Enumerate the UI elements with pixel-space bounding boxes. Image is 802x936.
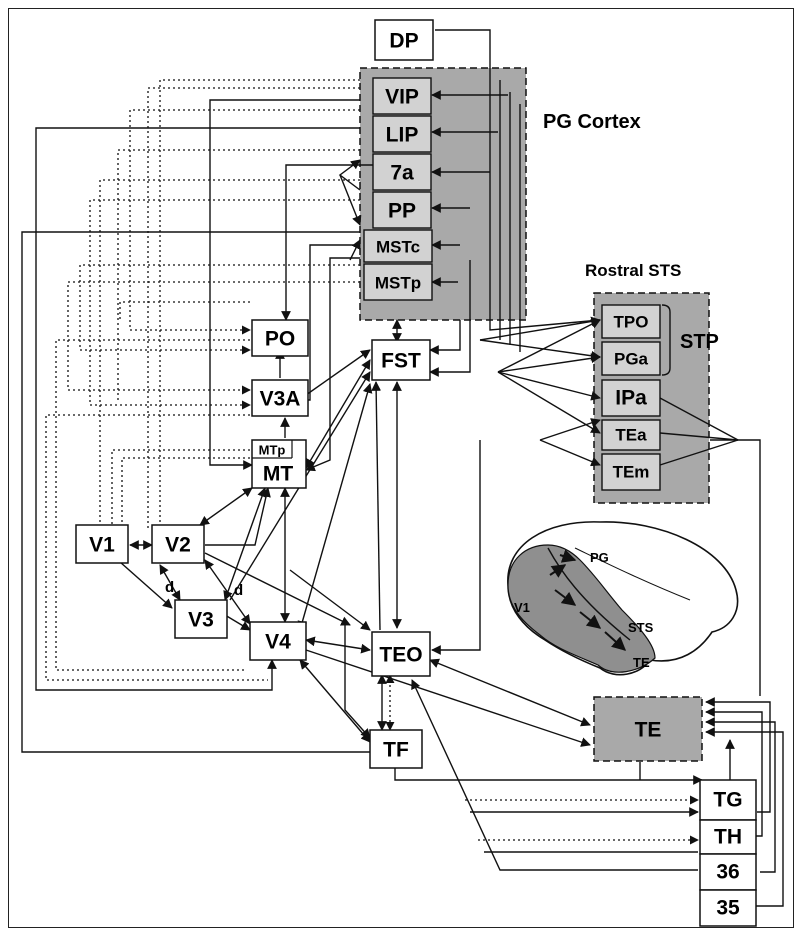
d-mark-2: d: [234, 582, 243, 599]
area-te-label: TE: [635, 719, 662, 742]
area-tpo-box: [601, 304, 661, 339]
brain-te-label: TE: [633, 655, 650, 670]
area-ipa-box: [601, 379, 661, 417]
brain-pg-label: PG: [590, 550, 609, 565]
area-7a-label: 7a: [390, 162, 414, 185]
area-v3a-label: V3A: [260, 388, 301, 411]
area-tg-label: TG: [713, 789, 742, 812]
area-fst-box: [371, 339, 431, 381]
area-dp-box: [374, 19, 434, 61]
area-tem-box: [601, 453, 661, 491]
brain-sts-label: STS: [628, 620, 654, 635]
area-36-label: 36: [716, 861, 739, 884]
area-35-label: 35: [716, 897, 740, 920]
area-v3a-box: [251, 379, 309, 417]
area-v3-box: [174, 599, 228, 639]
area-mt-label: MT: [263, 463, 293, 486]
area-lip-box: [372, 115, 432, 153]
area-tf-box: [369, 729, 423, 769]
d-mark-1: d: [165, 579, 174, 596]
area-tea-label: TEa: [615, 426, 647, 445]
area-teo-box: [371, 631, 431, 677]
area-dp-label: DP: [389, 30, 418, 53]
area-pga-box: [601, 341, 661, 376]
area-teo-label: TEO: [379, 644, 422, 667]
area-tf-label: TF: [383, 739, 409, 762]
pg-cortex-label: PG Cortex: [543, 111, 641, 133]
area-36-box: [699, 853, 757, 891]
brain-v1-label: V1: [514, 600, 530, 615]
area-pp-box: [372, 191, 432, 229]
area-v4-label: V4: [265, 631, 291, 654]
area-ipa-label: IPa: [615, 387, 647, 410]
area-vip-label: VIP: [385, 86, 419, 109]
area-v1-label: V1: [89, 534, 115, 557]
area-mt-box: [251, 439, 307, 489]
area-tpo-label: TPO: [614, 313, 649, 332]
area-po-label: PO: [265, 328, 295, 351]
area-v4-box: [249, 621, 307, 661]
area-mstp-label: MSTp: [375, 274, 421, 293]
area-v2-label: V2: [165, 534, 191, 557]
area-labels: DP VIP LIP 7a PP MSTc MSTp PO FST V3A MT…: [89, 30, 742, 920]
area-tea-box: [601, 419, 661, 451]
stp-label: STP: [680, 331, 719, 353]
connections: [21, 29, 784, 907]
area-mstc-label: MSTc: [376, 238, 420, 257]
brain-inset: PG V1 STS TE: [507, 521, 739, 676]
area-po-box: [251, 319, 309, 357]
area-tem-label: TEm: [613, 463, 650, 482]
area-lip-label: LIP: [386, 124, 419, 147]
figure-frame: [8, 8, 794, 928]
rostral-sts-label: Rostral STS: [585, 261, 681, 280]
area-fst-label: FST: [381, 350, 421, 373]
te-region: [593, 696, 703, 762]
area-vip-box: [372, 77, 432, 115]
area-v2-box: [151, 524, 205, 564]
area-35-box: [699, 889, 757, 927]
area-v1-box: [75, 524, 129, 564]
area-mtp-label: MTp: [259, 443, 286, 458]
area-pp-label: PP: [388, 200, 416, 223]
area-boxes: [75, 19, 757, 927]
area-mstp-box: [363, 263, 433, 301]
area-mstc-box: [363, 229, 433, 263]
area-th-label: TH: [714, 826, 742, 849]
area-v3-label: V3: [188, 609, 214, 632]
area-pga-label: PGa: [614, 350, 649, 369]
area-7a-box: [372, 153, 432, 191]
